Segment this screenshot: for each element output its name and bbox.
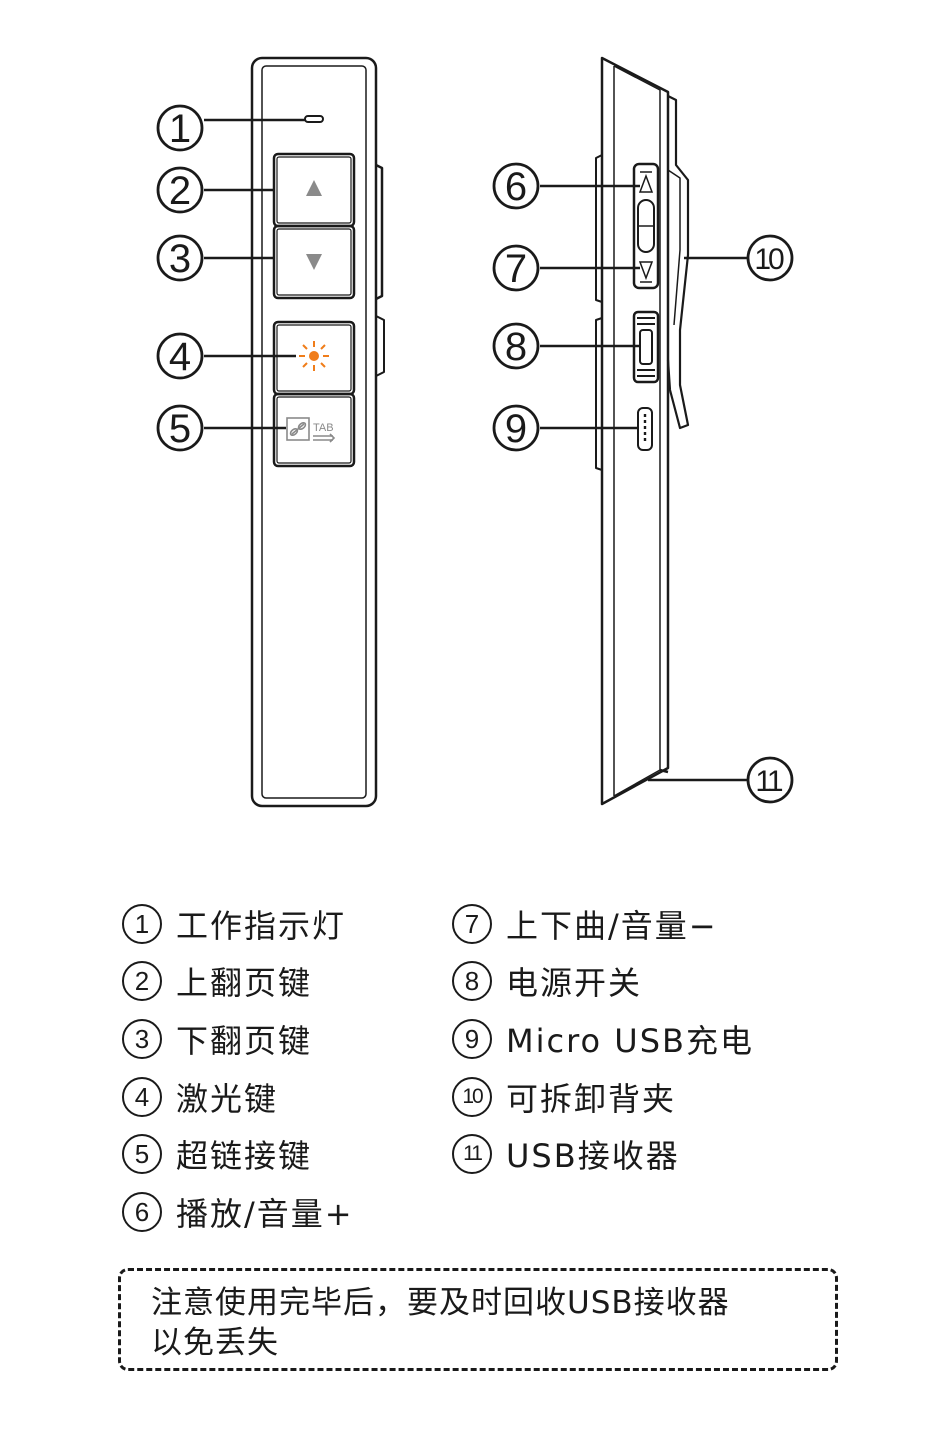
legend-right: 7 上下曲/音量− 8 电源开关 9 Micro USB充电 10 可拆卸背夹 11 US… — [452, 895, 754, 1183]
legend-text: 上下曲/音量− — [506, 906, 718, 945]
callout-numbers: 1 2 3 4 5 6 7 8 9 10 11 — [169, 107, 787, 798]
legend-text: 激光键 — [176, 1079, 279, 1118]
legend-number: 11 — [452, 1134, 492, 1175]
legend-text: 工作指示灯 — [176, 906, 347, 945]
legend-item: 5 超链接键 — [122, 1125, 354, 1183]
page-down-button[interactable] — [272, 224, 356, 300]
legend-number: 7 — [452, 903, 492, 944]
legend-number: 2 — [122, 961, 162, 1002]
legend-left: 1 工作指示灯 2 上翻页键 3 下翻页键 4 激光键 5 超链接键 6 播放/音量+ — [122, 895, 354, 1241]
side-groove-lower — [595, 317, 603, 471]
legend-item: 3 下翻页键 — [122, 1010, 354, 1068]
callout-8: 8 — [505, 325, 527, 369]
tab-label: TAB — [313, 422, 334, 434]
callout-6: 6 — [505, 165, 527, 209]
side-groove — [595, 154, 603, 303]
volume-down-icon — [638, 261, 654, 281]
callout-circles — [156, 104, 794, 804]
legend-number: 9 — [452, 1018, 492, 1059]
front-body-inner — [261, 65, 367, 799]
hyperlink-button[interactable] — [272, 392, 356, 468]
indicator-light — [304, 115, 324, 123]
callout-10: 10 — [754, 243, 784, 276]
callout-9: 9 — [505, 407, 527, 451]
front-body — [250, 56, 378, 808]
up-arrow-icon — [306, 180, 322, 196]
legend-number: 10 — [452, 1076, 492, 1117]
legend-item: 4 激光键 — [122, 1068, 354, 1126]
volume-rocker[interactable] — [632, 162, 660, 290]
laser-icon — [299, 341, 329, 371]
note-line-2: 以免丢失 — [151, 1325, 279, 1361]
front-view — [250, 56, 385, 808]
micro-usb-port-icon — [637, 407, 653, 451]
legend-number: 1 — [122, 903, 162, 944]
legend-item: 7 上下曲/音量− — [452, 895, 754, 953]
callout-7: 7 — [505, 247, 527, 291]
device-diagram: TAB 1 2 3 4 5 6 7 8 9 10 11 — [156, 56, 794, 808]
note-line-1: 注意使用完毕后，要及时回收USB接收器 — [151, 1285, 730, 1321]
legend-item: 11 USB接收器 — [452, 1125, 754, 1183]
power-switch-knob — [639, 329, 653, 365]
legend-item: 9 Micro USB充电 — [452, 1010, 754, 1068]
legend-item: 10 可拆卸背夹 — [452, 1068, 754, 1126]
usage-note: 注意使用完毕后，要及时回收USB接收器 以免丢失 — [118, 1268, 838, 1371]
callout-5: 5 — [169, 407, 191, 451]
legend-item: 1 工作指示灯 — [122, 895, 354, 953]
front-side-edge — [375, 163, 384, 301]
legend-text: Micro USB充电 — [506, 1021, 754, 1060]
rocker-arrows — [638, 171, 654, 283]
legend-text: 播放/音量+ — [176, 1194, 354, 1233]
legend-text: 电源开关 — [506, 964, 643, 1003]
callout-1: 1 — [169, 107, 191, 151]
laser-button-inner — [276, 324, 352, 392]
leader-lines — [204, 118, 748, 782]
hyperlink-icon — [286, 417, 336, 443]
usb-receiver — [659, 768, 669, 774]
hyperlink-button-inner — [276, 396, 352, 464]
front-side-switch — [375, 315, 385, 377]
side-view — [595, 56, 690, 806]
page-up-button-inner — [276, 156, 352, 224]
legend-item: 6 播放/音量+ — [122, 1183, 354, 1241]
legend-item: 2 上翻页键 — [122, 953, 354, 1011]
down-arrow-icon — [306, 254, 322, 270]
side-body — [600, 56, 670, 806]
callout-2: 2 — [169, 169, 191, 213]
legend-number: 4 — [122, 1076, 162, 1117]
volume-up-icon — [638, 173, 654, 193]
legend-number: 6 — [122, 1191, 162, 1232]
callout-4: 4 — [169, 335, 191, 379]
page-down-button-inner — [276, 228, 352, 296]
legend-text: USB接收器 — [506, 1137, 680, 1176]
legend-text: 上翻页键 — [176, 964, 313, 1003]
legend-text: 超链接键 — [176, 1137, 313, 1176]
legend-text: 可拆卸背夹 — [506, 1079, 677, 1118]
legend-item: 8 电源开关 — [452, 953, 754, 1011]
legend-text: 下翻页键 — [176, 1021, 313, 1060]
callout-11: 11 — [755, 765, 782, 798]
callout-3: 3 — [169, 237, 191, 281]
detachable-clip — [666, 95, 690, 430]
legend-number: 5 — [122, 1134, 162, 1175]
legend-number: 3 — [122, 1018, 162, 1059]
legend-number: 8 — [452, 961, 492, 1002]
side-body-inner — [613, 65, 661, 797]
